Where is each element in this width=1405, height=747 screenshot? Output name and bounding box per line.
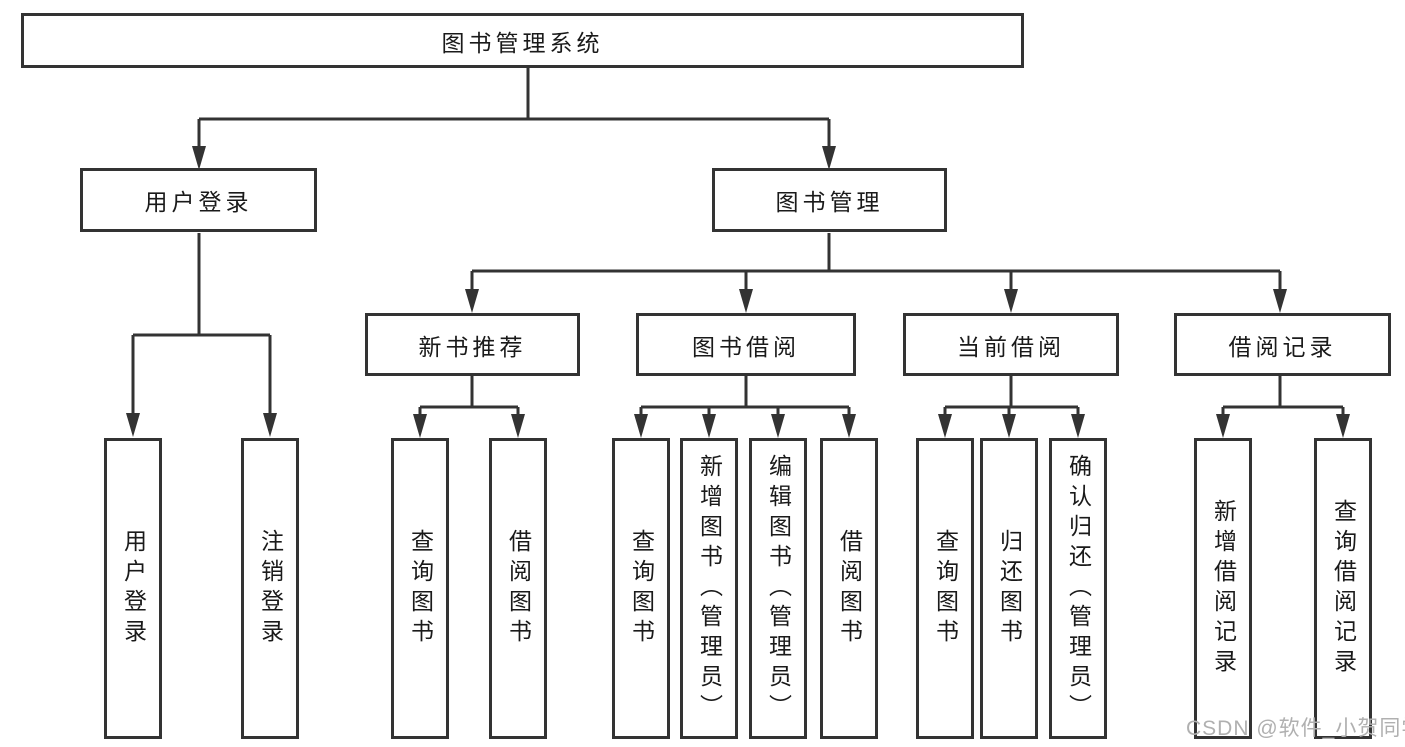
leaf-add-book-admin: 新增图书（管理员） bbox=[680, 438, 738, 739]
leaf-confirm-return-admin: 确认归还（管理员） bbox=[1049, 438, 1107, 739]
node-user-login-group: 用户登录 bbox=[80, 168, 317, 232]
leaf-user-login: 用户登录 bbox=[104, 438, 162, 739]
leaf-query-books-borrow: 查询图书 bbox=[612, 438, 670, 739]
node-book-borrow: 图书借阅 bbox=[636, 313, 856, 376]
leaf-logout: 注销登录 bbox=[241, 438, 299, 739]
leaf-query-borrow-record: 查询借阅记录 bbox=[1314, 438, 1372, 739]
leaf-edit-book-admin: 编辑图书（管理员） bbox=[749, 438, 807, 739]
leaf-query-books-recommend: 查询图书 bbox=[391, 438, 449, 739]
leaf-add-borrow-record: 新增借阅记录 bbox=[1194, 438, 1252, 739]
node-library-management-system: 图书管理系统 bbox=[21, 13, 1024, 68]
leaf-query-books-current: 查询图书 bbox=[916, 438, 974, 739]
node-book-management: 图书管理 bbox=[712, 168, 947, 232]
leaf-return-book: 归还图书 bbox=[980, 438, 1038, 739]
node-current-borrow: 当前借阅 bbox=[903, 313, 1119, 376]
leaf-borrow-book: 借阅图书 bbox=[820, 438, 878, 739]
node-new-book-recommend: 新书推荐 bbox=[365, 313, 580, 376]
csdn-watermark: CSDN @软件_小贺同学 bbox=[1186, 717, 1405, 740]
leaf-borrow-books-recommend: 借阅图书 bbox=[489, 438, 547, 739]
node-borrow-records: 借阅记录 bbox=[1174, 313, 1391, 376]
